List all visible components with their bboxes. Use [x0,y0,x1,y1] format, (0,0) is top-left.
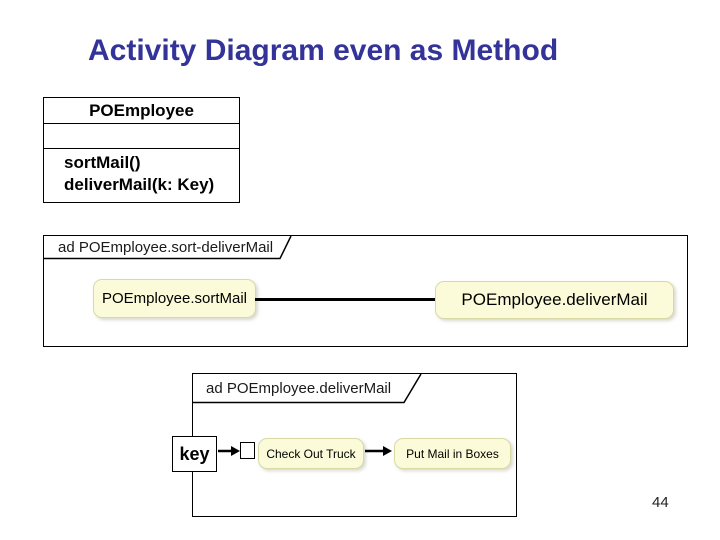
slide-title: Activity Diagram even as Method [88,34,559,67]
key-label: key [179,443,210,464]
activity-label: Put Mail in Boxes [406,446,499,461]
slide-page-number: 44 [652,494,669,511]
arrow-right-icon [365,446,392,456]
activity-node-delivermail: POEmployee.deliverMail [435,281,674,319]
connector-line [255,298,435,301]
frame-tab-label: ad POEmployee.sort-deliverMail [58,239,274,256]
activity-label: POEmployee.sortMail [101,290,248,307]
class-attributes-section [44,124,239,149]
uml-class-box-poemployee: POEmployee sortMail() deliverMail(k: Key… [43,97,240,203]
class-operation: sortMail() [64,153,141,172]
key-legend-box: key [172,436,217,472]
frame-tab-label: ad POEmployee.deliverMail [206,380,392,397]
activity-frame-deliver: ad POEmployee.deliverMail Check Out Truc… [192,373,517,517]
class-operation: deliverMail(k: Key) [64,175,215,194]
activity-node-check-out-truck: Check Out Truck [258,438,364,469]
class-operations-section: sortMail() deliverMail(k: Key) [44,149,239,202]
activity-frame-sort-deliver: ad POEmployee.sort-deliverMail POEmploye… [43,235,688,347]
class-name: POEmployee [44,98,239,124]
activity-label: POEmployee.deliverMail [461,290,648,309]
arrow-right-icon [218,446,240,456]
object-node-square [240,442,255,459]
activity-label: Check Out Truck [266,446,356,461]
activity-node-put-mail-in-boxes: Put Mail in Boxes [394,438,511,469]
activity-node-sortmail: POEmployee.sortMail [93,279,256,318]
